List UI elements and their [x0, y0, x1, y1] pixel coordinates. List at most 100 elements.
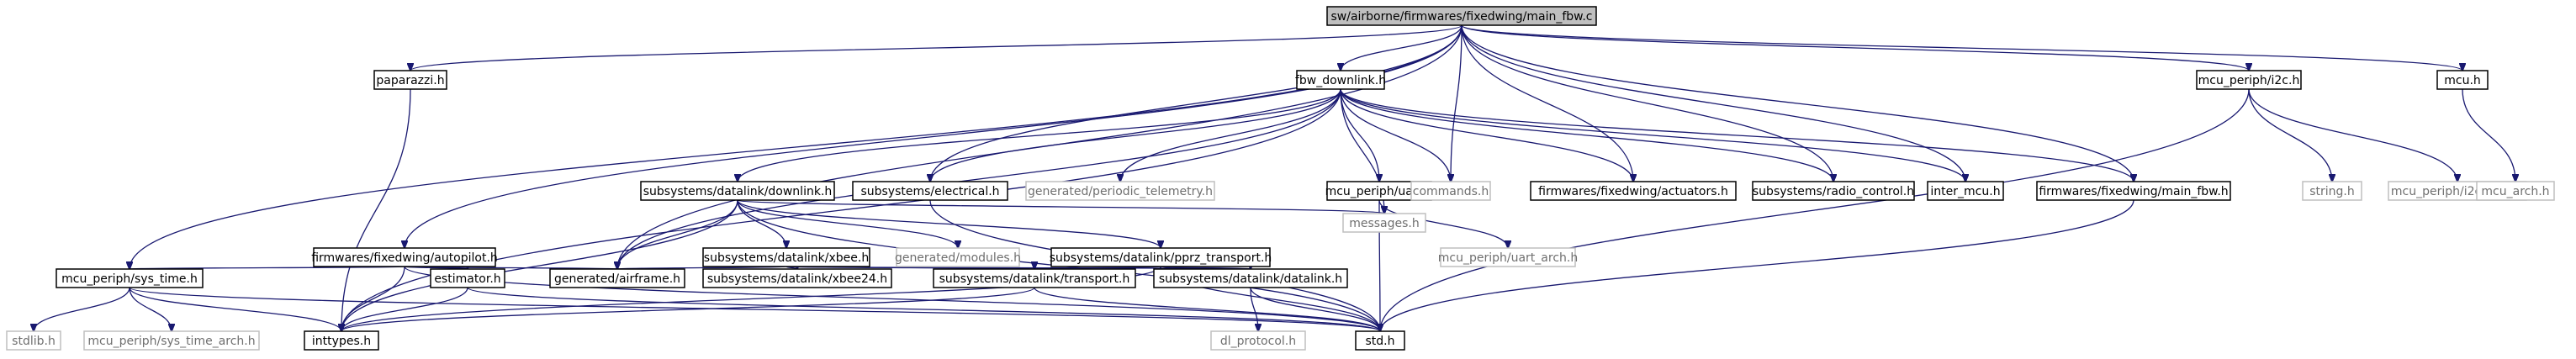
- node-uart[interactable]: mcu_periph/uart.h: [1325, 181, 1434, 201]
- node-autopilot-label: firmwares/fixedwing/autopilot.h: [311, 251, 498, 265]
- edge-transport-to-inttypes: [341, 287, 1035, 331]
- node-dl-protocol-box: [1210, 330, 1306, 351]
- dependency-nodes: sw/airborne/firmwares/fixedwing/main_fbw…: [6, 6, 2555, 351]
- node-i2c-label: mcu_periph/i2c.h: [2198, 74, 2300, 87]
- edge-datalink-to-dl_protocol: [1250, 287, 1258, 331]
- node-string-box: [2302, 181, 2362, 201]
- edge-paparazzi-to-inttypes: [341, 88, 411, 331]
- node-std[interactable]: std.h: [1355, 330, 1405, 351]
- node-gen-modules[interactable]: generated/modules.h: [895, 247, 1021, 267]
- node-mcu-arch[interactable]: mcu_arch.h: [2476, 181, 2555, 201]
- edge-estimator-to-inttypes: [341, 287, 468, 331]
- node-uart-label: mcu_periph/uart.h: [1325, 185, 1434, 198]
- node-sys-time-box: [56, 268, 204, 288]
- node-root-box: [1326, 6, 1597, 26]
- node-transport-label: subsystems/datalink/transport.h: [939, 272, 1130, 286]
- node-main-fbw-box: [2036, 181, 2231, 201]
- node-dl-protocol-label: dl_protocol.h: [1220, 335, 1296, 348]
- edge-main_fbw-to-std: [1380, 199, 2134, 331]
- node-inttypes[interactable]: inttypes.h: [304, 330, 379, 351]
- node-periodic-box: [1025, 181, 1215, 201]
- node-downlink[interactable]: subsystems/datalink/downlink.h: [640, 181, 835, 201]
- node-uart-arch[interactable]: mcu_periph/uart_arch.h: [1438, 247, 1578, 267]
- node-commands-box: [1410, 181, 1491, 201]
- node-inter-mcu[interactable]: inter_mcu.h: [1927, 181, 2004, 201]
- edge-fbw_downlink-to-commands: [1340, 88, 1451, 182]
- edge-downlink-to-messages: [737, 199, 1384, 214]
- node-actuators[interactable]: firmwares/fixedwing/actuators.h: [1530, 181, 1737, 201]
- node-mcu[interactable]: mcu.h: [2436, 70, 2489, 90]
- edge-fbw_downlink-to-radio: [1340, 88, 1833, 182]
- node-root[interactable]: sw/airborne/firmwares/fixedwing/main_fbw…: [1326, 6, 1597, 26]
- edge-root-to-autopilot: [405, 24, 1463, 248]
- node-root-label: sw/airborne/firmwares/fixedwing/main_fbw…: [1330, 10, 1592, 24]
- edge-mcu-to-mcu_arch: [2462, 88, 2515, 182]
- node-radio[interactable]: subsystems/radio_control.h: [1752, 181, 1915, 201]
- edge-root-to-paparazzi: [410, 24, 1463, 71]
- node-sys-time-label: mcu_periph/sys_time.h: [61, 272, 198, 286]
- node-transport[interactable]: subsystems/datalink/transport.h: [933, 268, 1136, 288]
- node-xbee-box: [702, 247, 870, 267]
- edge-root-to-fbw_downlink: [1341, 24, 1463, 71]
- node-pprz[interactable]: subsystems/datalink/pprz_transport.h: [1050, 247, 1272, 267]
- edge-downlink-to-airframe: [617, 199, 738, 269]
- edge-sys_time-to-std: [129, 287, 1380, 331]
- edge-fbw_downlink-to-main_fbw: [1340, 88, 2134, 182]
- node-fbw-downlink-box: [1296, 70, 1385, 90]
- node-airframe-label: generated/airframe.h: [554, 272, 680, 286]
- node-mcu-arch-label: mcu_arch.h: [2481, 185, 2549, 198]
- node-estimator[interactable]: estimator.h: [430, 268, 505, 288]
- node-pprz-box: [1050, 247, 1271, 267]
- node-stdlib[interactable]: stdlib.h: [6, 330, 61, 351]
- edge-root-to-actuators: [1461, 24, 1633, 182]
- edge-downlink-to-inttypes: [341, 199, 738, 331]
- node-estimator-box: [430, 268, 505, 288]
- node-datalink[interactable]: subsystems/datalink/datalink.h: [1153, 268, 1348, 288]
- edge-datalink-to-std: [1250, 287, 1380, 331]
- edge-sys_time-to-stdlib: [34, 287, 130, 331]
- edge-fbw_downlink-to-inter_mcu: [1340, 88, 1965, 182]
- node-commands[interactable]: commands.h: [1410, 181, 1491, 201]
- edge-fbw_downlink-to-electrical: [930, 88, 1341, 182]
- node-sys-time-arch[interactable]: mcu_periph/sys_time_arch.h: [83, 330, 260, 351]
- node-paparazzi-label: paparazzi.h: [376, 74, 444, 87]
- node-xbee-label: subsystems/datalink/xbee.h: [704, 251, 869, 265]
- edge-i2c-to-string: [2248, 88, 2332, 182]
- node-sys-time[interactable]: mcu_periph/sys_time.h: [56, 268, 204, 288]
- node-airframe-box: [549, 268, 685, 288]
- node-sys-time-arch-label: mcu_periph/sys_time_arch.h: [87, 335, 255, 348]
- node-xbee[interactable]: subsystems/datalink/xbee.h: [702, 247, 870, 267]
- node-stdlib-box: [6, 330, 61, 351]
- edge-fbw_downlink-to-actuators: [1340, 88, 1633, 182]
- node-airframe[interactable]: generated/airframe.h: [549, 268, 685, 288]
- edge-downlink-to-pprz: [737, 199, 1161, 248]
- node-main-fbw[interactable]: firmwares/fixedwing/main_fbw.h: [2036, 181, 2231, 201]
- edge-fbw_downlink-to-uart: [1340, 88, 1379, 182]
- node-autopilot-box: [313, 247, 496, 267]
- edge-downlink-to-xbee: [737, 199, 786, 248]
- node-uart-arch-box: [1440, 247, 1576, 267]
- node-pprz-label: subsystems/datalink/pprz_transport.h: [1050, 251, 1272, 265]
- node-datalink-label: subsystems/datalink/datalink.h: [1159, 272, 1342, 286]
- node-autopilot[interactable]: firmwares/fixedwing/autopilot.h: [311, 247, 498, 267]
- edge-estimator-to-std: [467, 287, 1380, 331]
- node-xbee24-box: [702, 268, 892, 288]
- node-uart-arch-label: mcu_periph/uart_arch.h: [1438, 251, 1578, 265]
- node-string[interactable]: string.h: [2302, 181, 2362, 201]
- node-electrical[interactable]: subsystems/electrical.h: [852, 181, 1008, 201]
- node-xbee24[interactable]: subsystems/datalink/xbee24.h: [702, 268, 892, 288]
- node-periodic-label: generated/periodic_telemetry.h: [1028, 185, 1213, 198]
- node-actuators-box: [1530, 181, 1737, 201]
- edge-root-to-mcu: [1461, 24, 2462, 71]
- node-paparazzi[interactable]: paparazzi.h: [373, 70, 447, 90]
- edge-root-to-sys_time: [130, 24, 1463, 269]
- node-messages-box: [1342, 213, 1426, 233]
- node-messages-label: messages.h: [1349, 217, 1420, 230]
- node-downlink-box: [640, 181, 835, 201]
- node-electrical-box: [852, 181, 1008, 201]
- node-messages[interactable]: messages.h: [1342, 213, 1426, 233]
- node-i2c[interactable]: mcu_periph/i2c.h: [2196, 70, 2302, 90]
- node-periodic[interactable]: generated/periodic_telemetry.h: [1025, 181, 1215, 201]
- node-dl-protocol[interactable]: dl_protocol.h: [1210, 330, 1306, 351]
- node-fbw-downlink[interactable]: fbw_downlink.h: [1295, 70, 1386, 90]
